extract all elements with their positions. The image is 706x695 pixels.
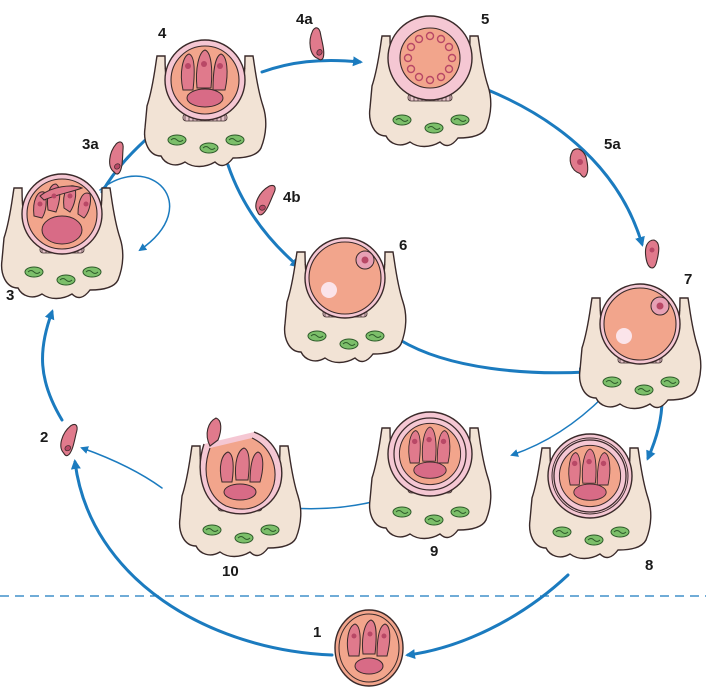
arrow-6-to-7 [398,338,589,378]
cycle-arrows [41,56,664,660]
arrow-9-to-10 [288,499,381,513]
arrow-8-to-1 [405,573,570,660]
label-stage-3: 3 [6,287,15,304]
label-stage-4: 4 [158,25,167,42]
arrow-5-to-7 [486,88,645,247]
label-stage-4a: 4a [296,11,313,28]
stage-10-excystation [178,417,302,558]
arrow-4-to-6 [226,163,301,268]
label-stage-1: 1 [313,624,322,641]
label-stage-5a: 5a [604,136,621,153]
arrow-7-to-8 [646,398,664,461]
stage-5-microgamont [368,15,492,148]
arrow-10-to-2 [80,446,163,489]
stage-7-zygote [578,239,702,410]
label-stage-9: 9 [430,543,439,560]
arrow-7-to-9 [510,395,605,457]
label-stage-2: 2 [40,429,49,446]
label-stage-8: 8 [645,557,654,574]
label-stage-7: 7 [684,271,693,288]
stage-2-zoite [52,422,88,458]
stage-5a-microgamete [569,148,589,178]
stage-4a-zoite [300,26,336,62]
label-stage-5: 5 [481,11,490,28]
label-stage-4b: 4b [283,189,301,206]
stage-8-oocyst [528,433,652,560]
stage-6-macrogamont [283,237,407,364]
arrow-4-to-5 [260,56,363,74]
label-stage-3a: 3a [82,136,99,153]
label-stage-6: 6 [399,237,408,254]
stage-3-meront [0,173,124,300]
stage-1-oocyst [334,609,404,687]
stage-4b-zoite [249,183,283,217]
arrow-2-to-3 [41,309,64,422]
label-stage-10: 10 [222,563,239,580]
stage-4-meront [143,39,267,168]
stage-3a-zoite [100,140,137,176]
arrow-3-self [99,175,171,252]
arrow-1-to-2 [70,459,334,657]
stage-9-oocyst [368,411,492,540]
